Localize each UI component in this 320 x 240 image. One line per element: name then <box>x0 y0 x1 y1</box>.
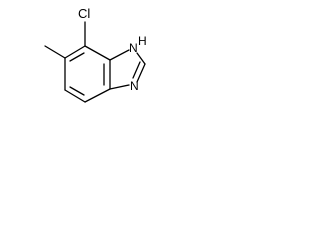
double-bond-c2-n3-second <box>132 61 141 79</box>
imine-nitrogen-atom-label: N <box>130 79 139 93</box>
bond-n3-c7a <box>109 84 130 90</box>
benzimidazole-structure-diagram: Cl N H N <box>44 6 147 103</box>
nh-hydrogen-atom-label: H <box>138 34 147 48</box>
bond-c6-c7 <box>64 89 86 103</box>
bond-c2-n3 <box>136 63 146 83</box>
double-bond-c4-c5-inner <box>69 52 85 62</box>
double-bond-c6-c7-inner <box>69 86 85 96</box>
bond-c7-c7a <box>84 88 111 103</box>
bond-c3a-c4 <box>84 45 111 61</box>
nh-nitrogen-atom-label: N <box>129 41 138 55</box>
bond-c5-methyl <box>44 45 66 59</box>
chlorine-atom-label: Cl <box>78 6 90 21</box>
bond-c3a-n1 <box>109 49 130 61</box>
bond-n1-c2 <box>136 52 146 65</box>
bond-c4-c5 <box>64 45 86 59</box>
